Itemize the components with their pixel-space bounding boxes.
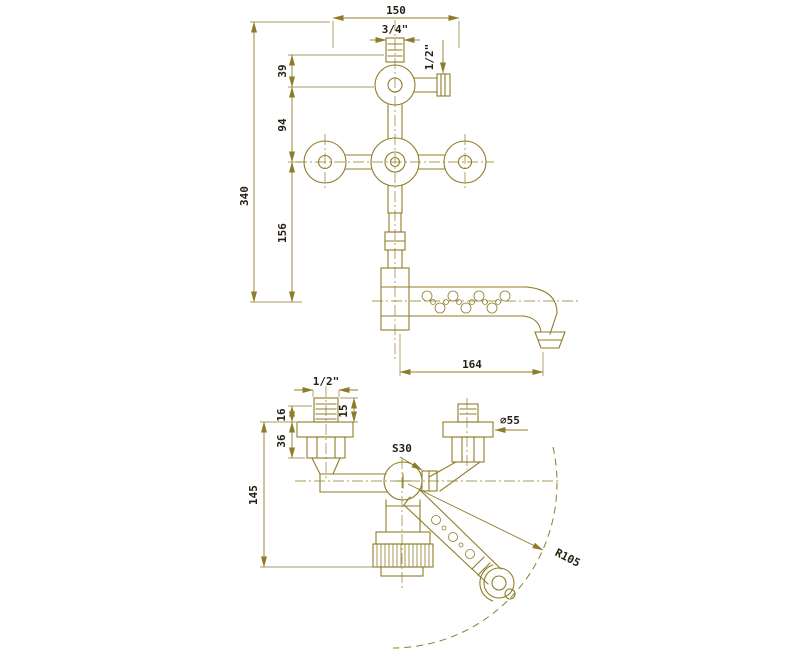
front-view: 150 3/4" 1/2" 39 94 340 156 164 bbox=[238, 4, 578, 376]
front-dimension-lines bbox=[251, 15, 544, 375]
front-spout-ornament bbox=[421, 290, 511, 314]
dim-label-thread-top: 3/4" bbox=[382, 23, 409, 36]
dim-label-36: 36 bbox=[275, 434, 288, 448]
side-spout-ornament bbox=[431, 515, 475, 559]
side-dimension-lines bbox=[261, 387, 544, 568]
dim-label-150: 150 bbox=[386, 4, 406, 17]
front-dimensions: 150 3/4" 1/2" 39 94 340 156 164 bbox=[238, 4, 544, 376]
dim-label-dia55: ⌀55 bbox=[500, 414, 520, 427]
dim-label-15: 15 bbox=[337, 404, 350, 417]
side-view: 1/2" 15 16 36 145 S30 ⌀55 R105 bbox=[247, 375, 582, 649]
dim-label-s30: S30 bbox=[392, 442, 412, 455]
dim-label-145: 145 bbox=[247, 485, 260, 505]
side-faucet-outline bbox=[296, 397, 516, 602]
side-knurl-lines bbox=[376, 544, 430, 567]
side-centerlines bbox=[295, 386, 560, 590]
dim-label-thread-side: 1/2" bbox=[423, 44, 436, 71]
swing-radius-arc bbox=[392, 446, 558, 649]
front-extension-lines bbox=[250, 21, 544, 376]
dim-label-156: 156 bbox=[276, 223, 289, 243]
dim-label-164: 164 bbox=[462, 358, 482, 371]
dim-label-39: 39 bbox=[276, 64, 289, 77]
dim-label-340: 340 bbox=[238, 186, 251, 206]
dim-label-94: 94 bbox=[276, 118, 289, 132]
front-centerlines bbox=[296, 20, 578, 360]
dim-label-thread-inlet: 1/2" bbox=[313, 375, 340, 388]
side-dimensions: 1/2" 15 16 36 145 S30 ⌀55 R105 bbox=[247, 375, 582, 570]
dim-label-16: 16 bbox=[275, 408, 288, 422]
front-faucet-outline bbox=[303, 37, 566, 349]
dim-label-r105: R105 bbox=[553, 546, 583, 570]
